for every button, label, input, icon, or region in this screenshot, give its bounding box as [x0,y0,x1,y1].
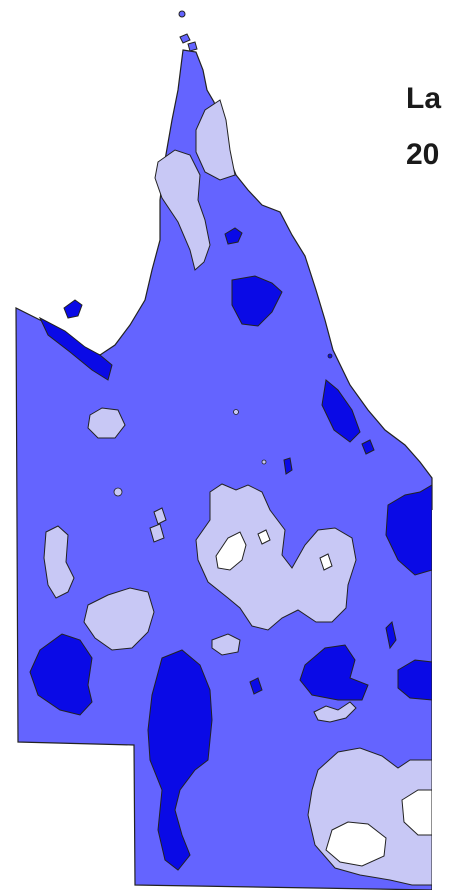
darker-zone [361,439,375,455]
island [187,41,198,52]
map-title-line-2: 20 [406,138,440,171]
darker-zone [224,227,243,245]
lighter-zone [149,523,165,543]
darker-zone [283,457,293,475]
lighter-zone [83,587,155,651]
darker-zone [385,621,397,650]
speck [327,353,333,359]
darker-zone [249,677,263,695]
darker-zone [29,633,93,716]
lighter-zone [211,633,241,656]
lightest-zone [319,553,333,571]
lighter-zone [87,407,126,439]
darker-zone [147,649,213,871]
lighter-zone [313,701,357,723]
lighter-zone [195,483,357,631]
speck [261,459,267,465]
speck [113,487,123,497]
speck [233,409,239,415]
legend-panel [432,510,450,890]
lighter-zone [43,525,75,599]
darker-zone [231,275,283,327]
island [178,10,186,18]
darker-zone [38,316,113,381]
lighter-zone [195,99,236,181]
lightest-zone [215,531,247,571]
lightest-zone [325,821,387,867]
map-title-line-1: La [406,82,442,115]
darker-zone [299,644,369,701]
lighter-zone [154,149,211,271]
lightest-zone [257,529,271,545]
lighter-zone [153,507,167,525]
darker-zone [321,379,361,443]
island [179,33,191,44]
darker-zone [63,299,83,319]
